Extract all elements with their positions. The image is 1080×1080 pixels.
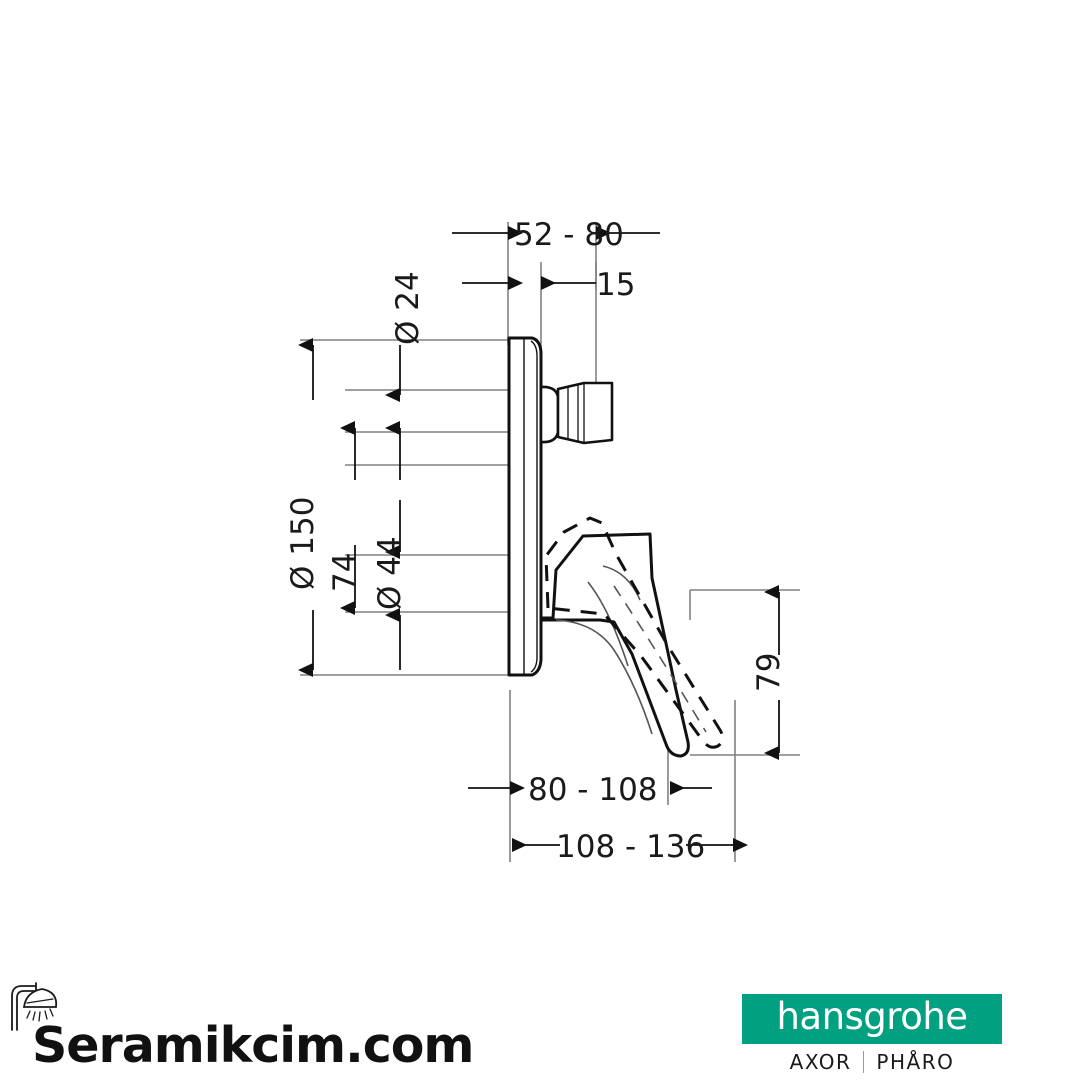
brand-sub-pharo: PHÅRO bbox=[876, 1050, 955, 1074]
brand-logo: hansgrohe AXOR PHÅRO bbox=[742, 994, 1002, 1074]
dimension-top-inner: 15 bbox=[462, 267, 635, 303]
dimension-label-lever-79: 79 bbox=[751, 653, 787, 692]
dimension-label-projection-outer: 108 - 136 bbox=[556, 829, 705, 865]
watermark-text: Seramikcim.com bbox=[32, 1017, 474, 1074]
diverter-knob-details bbox=[567, 383, 585, 443]
shower-head-icon bbox=[11, 982, 58, 1031]
brand-name: hansgrohe bbox=[776, 995, 968, 1039]
lever-handle-raised-ghost bbox=[544, 516, 725, 749]
dimension-label-diameter-44: Ø 44 bbox=[372, 536, 408, 610]
dimension-label-top-inner: 15 bbox=[596, 267, 635, 303]
brand-band: hansgrohe bbox=[742, 994, 1002, 1044]
dimension-label-diameter-24: Ø 24 bbox=[390, 271, 426, 345]
dimension-label-height-150: Ø 150 bbox=[285, 497, 321, 590]
lever-handle-contours bbox=[555, 565, 653, 735]
dimension-height-74: 74 bbox=[327, 421, 363, 615]
dimension-label-projection-inner: 80 - 108 bbox=[528, 772, 658, 808]
diverter-knob bbox=[539, 381, 614, 445]
dimension-projection-inner: 80 - 108 bbox=[468, 772, 712, 808]
dimension-label-top-width: 52 - 80 bbox=[514, 217, 624, 253]
brand-divider bbox=[863, 1051, 865, 1073]
brand-sublabels: AXOR PHÅRO bbox=[742, 1050, 1002, 1074]
watermark: Seramikcim.com bbox=[4, 982, 474, 1078]
dimension-projection-outer: 108 - 136 bbox=[512, 829, 748, 865]
dimension-diameter-44: Ø 44 bbox=[372, 345, 408, 670]
dimension-top-width: 52 - 80 bbox=[452, 217, 660, 253]
extension-lines bbox=[300, 222, 800, 862]
lever-handle-raised-contour bbox=[613, 585, 707, 733]
dimension-diameter-24: Ø 24 bbox=[390, 271, 426, 345]
dimension-lever-79: 79 bbox=[751, 585, 787, 760]
brand-sub-axor: AXOR bbox=[789, 1050, 852, 1074]
escutcheon-inner-lines bbox=[523, 339, 538, 674]
dimension-label-height-74: 74 bbox=[327, 553, 363, 592]
escutcheon-plate bbox=[507, 336, 543, 677]
lever-handle bbox=[539, 532, 690, 758]
dimension-height-150: Ø 150 bbox=[285, 338, 321, 677]
